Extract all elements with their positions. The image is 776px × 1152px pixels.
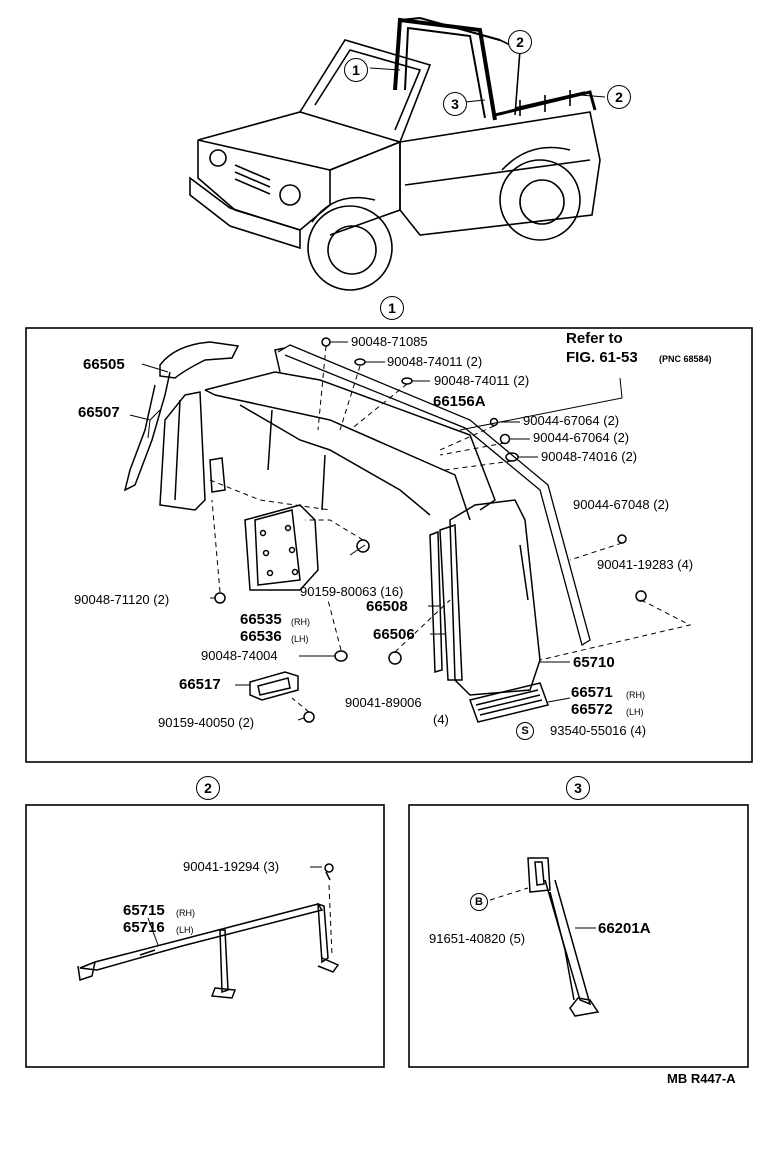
callout-one-vehicle: 1 [344, 58, 368, 82]
callout-two-vehicle-top: 2 [508, 30, 532, 54]
refer-to-pnc: (PNC 68584) [659, 354, 712, 364]
section-one-heading: 1 [380, 296, 404, 320]
part-90044-67064-b: 90044-67064 (2) [533, 430, 630, 445]
part-90048-71085: 90048-71085 [351, 334, 428, 349]
part-65716: 65716 [123, 919, 165, 936]
section-two-frame [25, 804, 385, 1068]
part-66535: 66535 [240, 611, 282, 628]
part-93540-55016: 93540-55016 (4) [550, 723, 647, 738]
part-91651-40820: 91651-40820 (5) [429, 931, 526, 946]
part-90048-71120: 90048-71120 (2) [74, 592, 170, 607]
section-three-heading: 3 [566, 776, 590, 800]
part-90048-74011-b: 90048-74011 (2) [434, 373, 530, 388]
refer-to-line1: Refer to [566, 330, 623, 347]
part-90048-74004: 90048-74004 [201, 648, 278, 663]
part-66506: 66506 [373, 626, 415, 643]
part-66571-side: (RH) [626, 690, 645, 700]
section-two-parts [77, 863, 340, 999]
part-90159-40050: 90159-40050 (2) [158, 715, 255, 730]
part-90041-19294: 90041-19294 (3) [183, 859, 280, 874]
section-two-heading: 2 [196, 776, 220, 800]
part-90044-67064-a: 90044-67064 (2) [523, 413, 620, 428]
section-three-parts [489, 857, 600, 1017]
part-66536-side: (LH) [291, 634, 309, 644]
part-90041-19283: 90041-19283 (4) [597, 557, 694, 572]
part-66507: 66507 [78, 404, 120, 421]
part-65715: 65715 [123, 902, 165, 919]
part-66201A: 66201A [598, 920, 651, 937]
part-90159-80063: 90159-80063 (16) [300, 584, 404, 599]
part-90048-74016: 90048-74016 (2) [541, 449, 638, 464]
callout-three-vehicle: 3 [443, 92, 467, 116]
part-65715-side: (RH) [176, 908, 195, 918]
part-66571: 66571 [571, 684, 613, 701]
part-66517: 66517 [179, 676, 221, 693]
part-66535-side: (RH) [291, 617, 310, 627]
vehicle-illustration [189, 16, 606, 291]
part-66536: 66536 [240, 628, 282, 645]
s-mark: S [516, 722, 534, 740]
part-65716-side: (LH) [176, 925, 194, 935]
diagram-code: MB R447-A [667, 1071, 736, 1086]
part-90041-89006: 90041-89006 [345, 695, 422, 710]
section-one-frame [25, 327, 753, 763]
refer-to-line2: FIG. 61-53 [566, 349, 638, 366]
b-mark: B [470, 893, 488, 911]
section-one-parts [123, 337, 692, 723]
part-66156A: 66156A [433, 393, 486, 410]
part-66572-side: (LH) [626, 707, 644, 717]
callout-two-vehicle-rear: 2 [607, 85, 631, 109]
part-66505: 66505 [83, 356, 125, 373]
part-90041-89006-qty: (4) [433, 712, 449, 727]
part-90048-74011-a: 90048-74011 (2) [387, 354, 483, 369]
section-three-frame [408, 804, 749, 1068]
part-90044-67048: 90044-67048 (2) [573, 497, 670, 512]
part-66508: 66508 [366, 598, 408, 615]
part-66572: 66572 [571, 701, 613, 718]
part-65710: 65710 [573, 654, 615, 671]
